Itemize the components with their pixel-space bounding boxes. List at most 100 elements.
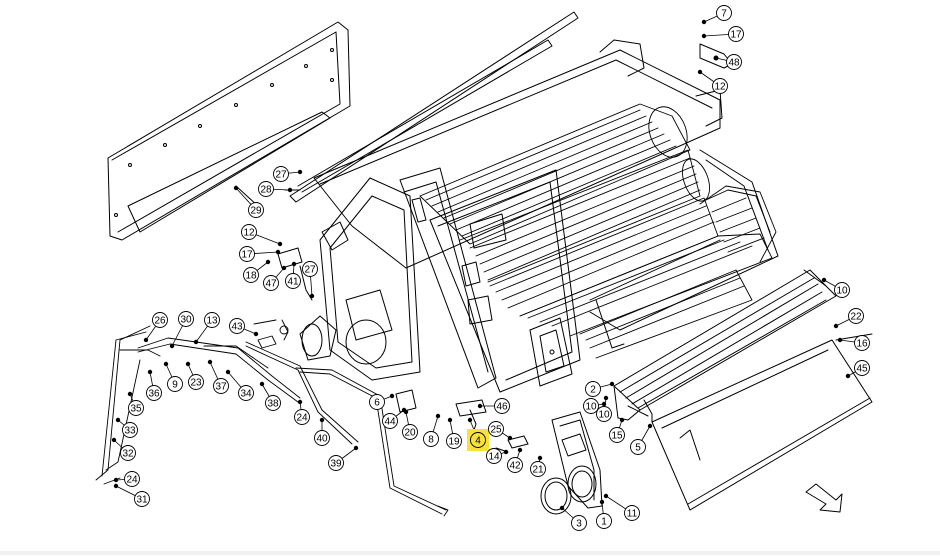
leader-dot-17 bbox=[275, 249, 281, 255]
callout-42[interactable]: 42 bbox=[507, 457, 523, 473]
callout-12[interactable]: 12 bbox=[241, 224, 257, 240]
callout-5[interactable]: 5 bbox=[630, 439, 646, 455]
callout-number: 37 bbox=[215, 382, 227, 393]
callout-31[interactable]: 31 bbox=[134, 491, 150, 507]
leader-dot-33 bbox=[115, 417, 121, 423]
callout-9[interactable]: 9 bbox=[167, 376, 183, 392]
callout-number: 14 bbox=[488, 452, 500, 463]
callout-number: 47 bbox=[265, 279, 277, 290]
callout-10[interactable]: 10 bbox=[596, 406, 612, 422]
callout-number: 6 bbox=[374, 398, 380, 409]
callout-11[interactable]: 11 bbox=[624, 505, 640, 521]
seal-ring-3 bbox=[540, 477, 572, 515]
callout-48[interactable]: 48 bbox=[726, 54, 742, 70]
callout-number: 28 bbox=[260, 185, 272, 196]
leader-dot-22 bbox=[833, 323, 839, 329]
callout-29[interactable]: 29 bbox=[248, 202, 264, 218]
callout-18[interactable]: 18 bbox=[243, 267, 259, 283]
leader-dot-26 bbox=[143, 337, 149, 343]
leader-dot-37 bbox=[207, 359, 213, 365]
callout-46[interactable]: 46 bbox=[494, 398, 510, 414]
callout-40[interactable]: 40 bbox=[314, 430, 330, 446]
callout-28[interactable]: 28 bbox=[258, 181, 274, 197]
leader-dot-27 bbox=[297, 169, 303, 175]
callout-6[interactable]: 6 bbox=[369, 394, 385, 410]
leader-dot-24 bbox=[297, 399, 303, 405]
callout-7[interactable]: 7 bbox=[716, 5, 732, 21]
rod-assembly-left bbox=[95, 319, 449, 517]
callout-16[interactable]: 16 bbox=[854, 335, 870, 351]
leader-dot-5 bbox=[647, 423, 653, 429]
callout-17[interactable]: 17 bbox=[728, 26, 744, 42]
callout-38[interactable]: 38 bbox=[265, 395, 281, 411]
callout-34[interactable]: 34 bbox=[238, 385, 254, 401]
leader-dot-21 bbox=[537, 455, 543, 461]
callout-balloon bbox=[834, 282, 850, 298]
callout-number: 36 bbox=[148, 389, 160, 400]
callout-number: 46 bbox=[496, 402, 508, 413]
callout-43[interactable]: 43 bbox=[229, 318, 245, 334]
callout-10[interactable]: 10 bbox=[834, 282, 850, 298]
callout-10[interactable]: 10 bbox=[583, 398, 599, 414]
leader-dot-30 bbox=[169, 343, 175, 349]
leader-dot-39 bbox=[353, 445, 359, 451]
callout-41[interactable]: 41 bbox=[285, 273, 301, 289]
leader-dot-14 bbox=[503, 449, 509, 455]
callout-1[interactable]: 1 bbox=[596, 513, 612, 529]
callout-23[interactable]: 23 bbox=[188, 374, 204, 390]
leader-dot-4 bbox=[467, 417, 473, 423]
callout-balloon bbox=[243, 267, 259, 283]
callout-25[interactable]: 25 bbox=[488, 421, 504, 437]
callout-number: 5 bbox=[635, 443, 641, 454]
callout-39[interactable]: 39 bbox=[328, 455, 344, 471]
callout-44[interactable]: 44 bbox=[382, 413, 398, 429]
callout-number: 9 bbox=[172, 380, 178, 391]
callout-balloon bbox=[134, 491, 150, 507]
callout-15[interactable]: 15 bbox=[609, 427, 625, 443]
callout-27[interactable]: 27 bbox=[302, 261, 318, 277]
callout-balloon bbox=[571, 515, 587, 531]
callout-14[interactable]: 14 bbox=[486, 448, 502, 464]
callout-21[interactable]: 21 bbox=[530, 461, 546, 477]
leader-dot-25 bbox=[507, 435, 513, 441]
callout-balloon bbox=[238, 385, 254, 401]
callout-12[interactable]: 12 bbox=[712, 78, 728, 94]
callout-balloon bbox=[128, 400, 144, 416]
callout-35[interactable]: 35 bbox=[128, 400, 144, 416]
callout-2[interactable]: 2 bbox=[585, 381, 601, 397]
callout-45[interactable]: 45 bbox=[854, 360, 870, 376]
leader-dot-24 bbox=[113, 477, 119, 483]
callout-33[interactable]: 33 bbox=[122, 422, 138, 438]
callout-37[interactable]: 37 bbox=[213, 378, 229, 394]
callout-3[interactable]: 3 bbox=[571, 515, 587, 531]
callout-balloon bbox=[265, 395, 281, 411]
bottom-rule bbox=[0, 551, 940, 555]
callout-balloon bbox=[120, 445, 136, 461]
callout-24[interactable]: 24 bbox=[124, 471, 140, 487]
callout-8[interactable]: 8 bbox=[423, 431, 439, 447]
leader-dot-16 bbox=[837, 337, 843, 343]
callout-balloon bbox=[728, 26, 744, 42]
callout-19[interactable]: 19 bbox=[446, 433, 462, 449]
callout-27[interactable]: 27 bbox=[273, 166, 289, 182]
callout-number: 27 bbox=[275, 170, 287, 181]
callout-4[interactable]: 4 bbox=[467, 429, 489, 451]
callout-47[interactable]: 47 bbox=[263, 275, 279, 291]
callout-balloon bbox=[122, 422, 138, 438]
callout-number: 32 bbox=[122, 449, 134, 460]
callout-balloon bbox=[167, 376, 183, 392]
callout-balloon bbox=[204, 312, 220, 328]
callout-36[interactable]: 36 bbox=[146, 385, 162, 401]
callout-17[interactable]: 17 bbox=[239, 246, 255, 262]
callout-balloon bbox=[229, 318, 245, 334]
callout-number: 39 bbox=[330, 459, 342, 470]
callout-24[interactable]: 24 bbox=[294, 409, 310, 425]
callout-22[interactable]: 22 bbox=[848, 308, 864, 324]
callout-26[interactable]: 26 bbox=[152, 312, 168, 328]
callout-30[interactable]: 30 bbox=[178, 311, 194, 327]
callout-13[interactable]: 13 bbox=[204, 312, 220, 328]
callout-20[interactable]: 20 bbox=[402, 424, 418, 440]
callout-32[interactable]: 32 bbox=[120, 445, 136, 461]
callout-balloon bbox=[248, 202, 264, 218]
callout-number: 29 bbox=[250, 206, 262, 217]
